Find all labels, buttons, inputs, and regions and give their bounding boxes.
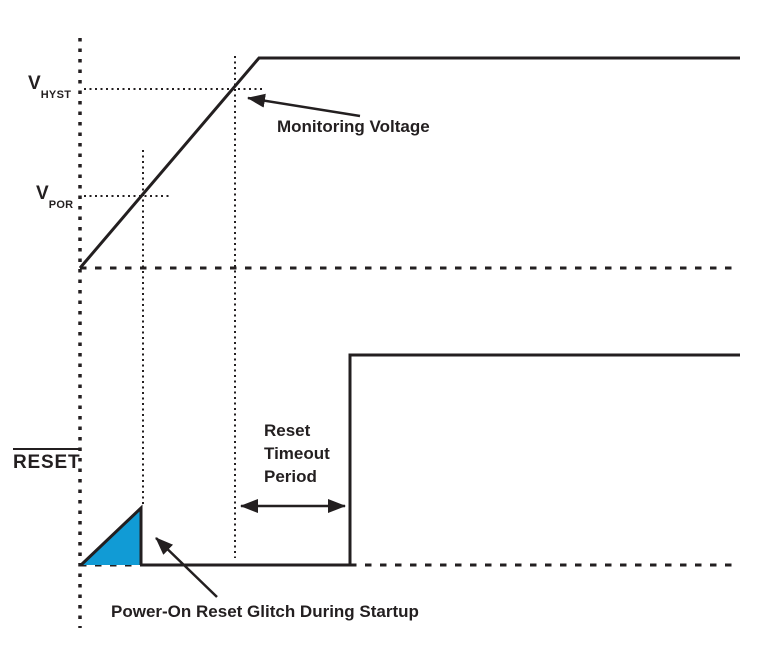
- por-glitch-label: Power-On Reset Glitch During Startup: [111, 602, 419, 621]
- reset-glitch-outline: [79, 504, 143, 567]
- vhyst-label: VHYST: [28, 73, 71, 101]
- reset-timeout-label: Reset Timeout Period: [264, 419, 330, 488]
- reset-waveform: [141, 353, 740, 567]
- vpor-label: VPOR: [36, 183, 73, 211]
- monitoring-voltage-arrow: [247, 93, 361, 118]
- monitoring-voltage-waveform: [78, 56, 740, 269]
- vpor-label-base: V: [36, 183, 49, 204]
- por-glitch-arrow: [155, 537, 218, 598]
- vhyst-label-base: V: [28, 73, 41, 94]
- monitoring-voltage-label: Monitoring Voltage: [277, 117, 430, 136]
- reset-signal-label-text: RESET: [13, 448, 81, 474]
- vpor-label-sub: POR: [48, 198, 74, 211]
- reset-timeout-line-2: Timeout: [264, 444, 330, 463]
- reset-timeout-line-1: Reset: [264, 421, 311, 440]
- reset-signal-label: RESET: [13, 448, 81, 474]
- reset-timeout-line-3: Period: [264, 467, 317, 486]
- vhyst-label-sub: HYST: [40, 88, 72, 101]
